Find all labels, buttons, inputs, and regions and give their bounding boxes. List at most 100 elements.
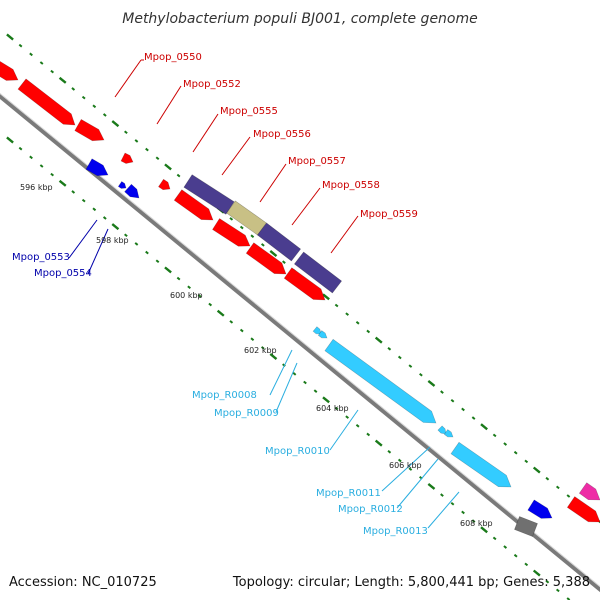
tick-mark: [229, 320, 234, 324]
tick-mark: [29, 155, 33, 160]
gene-box-purple: [293, 251, 343, 294]
tick-mark: [471, 519, 476, 523]
genome-backbone: [0, 93, 600, 593]
tick-mark: [374, 336, 383, 344]
label-leader-line: [259, 163, 287, 203]
tick-mark: [58, 179, 67, 187]
gene-label-mpop-0559[interactable]: Mpop_0559: [360, 209, 418, 220]
tick-mark: [450, 501, 455, 506]
backbone-highlight: [0, 92, 600, 588]
tick-mark: [102, 113, 107, 117]
gene-arrow-red: [120, 152, 134, 164]
gene-label-mpop-0554[interactable]: Mpop_0554: [34, 268, 92, 279]
tick-mark: [450, 398, 455, 403]
tick-mark: [250, 234, 255, 238]
tick-mark: [545, 579, 550, 584]
tick-mark: [239, 225, 244, 230]
gene-label-mpop-0553[interactable]: Mpop_0553: [12, 252, 70, 263]
gene-label-mpop-r0010[interactable]: Mpop_R0010: [265, 446, 330, 457]
rna-arrow-cyan: [443, 429, 454, 438]
tick-mark: [345, 415, 350, 419]
tick-mark: [334, 406, 339, 411]
tick-mark: [81, 198, 86, 203]
tick-mark: [58, 76, 67, 84]
tick-mark: [229, 217, 234, 221]
gene-label-mpop-0552[interactable]: Mpop_0552: [183, 79, 241, 90]
tick-mark: [345, 312, 350, 316]
tick-mark: [145, 147, 149, 152]
gene-label-mpop-r0009[interactable]: Mpop_R0009: [214, 408, 279, 419]
gene-label-mpop-0558[interactable]: Mpop_0558: [322, 180, 380, 191]
rna-arrow-cyan: [312, 326, 322, 335]
label-leaders: [68, 59, 460, 529]
gene-arrow-blue: [124, 183, 140, 199]
tick-mark: [374, 439, 383, 447]
map-title: Methylobacterium populi BJ001, complete …: [122, 11, 478, 27]
tick-mark: [545, 476, 550, 481]
label-leader-line: [396, 458, 439, 509]
tick-mark: [408, 467, 413, 471]
scale-label: 600 kbp: [170, 291, 203, 300]
scale-label: 606 kbp: [389, 461, 422, 470]
gene-arrow-red: [283, 267, 326, 301]
gene-box-gray: [514, 516, 538, 537]
gene-label-mpop-r0012[interactable]: Mpop_R0012: [338, 504, 403, 515]
gene-arrow-red: [173, 189, 214, 221]
rna-arrow-cyan: [324, 338, 437, 424]
tick-mark: [50, 172, 55, 177]
tick-mark: [355, 321, 360, 325]
tick-mark: [366, 432, 371, 437]
tick-mark: [176, 173, 181, 178]
gene-label-mpop-r0008[interactable]: Mpop_R0008: [192, 390, 257, 401]
tick-mark: [532, 466, 541, 474]
tick-mark: [260, 346, 265, 350]
tick-mark: [239, 328, 244, 333]
tick-mark: [555, 588, 560, 593]
tick-mark: [313, 389, 318, 393]
tick-mark: [355, 424, 360, 428]
gene-label-mpop-r0011[interactable]: Mpop_R0011: [316, 488, 381, 499]
tick-mark: [216, 309, 225, 317]
rna-arrow-cyan: [450, 441, 512, 488]
label-leader-line: [427, 491, 460, 529]
tick-mark: [555, 485, 560, 490]
label-leader-line: [330, 215, 359, 254]
tick-mark: [503, 545, 508, 549]
label-leader-line: [114, 59, 142, 98]
tick-marks: [6, 33, 600, 601]
tick-mark: [145, 250, 149, 255]
tick-mark: [524, 562, 529, 567]
gene-features: [0, 61, 600, 537]
tick-mark: [387, 346, 392, 351]
tick-mark: [176, 276, 181, 281]
tick-mark: [440, 390, 444, 394]
gene-label-mpop-0556[interactable]: Mpop_0556: [253, 129, 311, 140]
gene-box-purple: [256, 222, 302, 262]
gene-label-mpop-0555[interactable]: Mpop_0555: [220, 106, 278, 117]
topology-text: Topology: circular; Length: 5,800,441 bp…: [232, 575, 590, 590]
tick-mark: [134, 242, 139, 246]
gene-label-mpop-r0013[interactable]: Mpop_R0013: [363, 526, 428, 537]
tick-mark: [124, 233, 128, 238]
tick-mark: [50, 69, 55, 74]
tick-mark: [71, 190, 76, 194]
tick-mark: [427, 482, 436, 490]
scale-label: 598 kbp: [96, 236, 129, 245]
gene-box-purple: [183, 174, 235, 215]
tick-mark: [419, 372, 423, 377]
tick-mark: [397, 458, 402, 463]
gene-label-mpop-0557[interactable]: Mpop_0557: [288, 156, 346, 167]
label-leader-line: [221, 136, 251, 176]
gene-arrow-magenta: [578, 482, 600, 501]
tick-mark: [39, 61, 44, 65]
label-leader-line: [87, 228, 109, 275]
gene-label-mpop-0550[interactable]: Mpop_0550: [144, 52, 202, 63]
tick-mark: [92, 104, 97, 109]
label-leader-line: [156, 85, 182, 125]
tick-mark: [471, 416, 476, 420]
tick-mark: [492, 536, 497, 541]
tick-mark: [18, 146, 23, 151]
gene-arrow-red: [245, 242, 287, 275]
